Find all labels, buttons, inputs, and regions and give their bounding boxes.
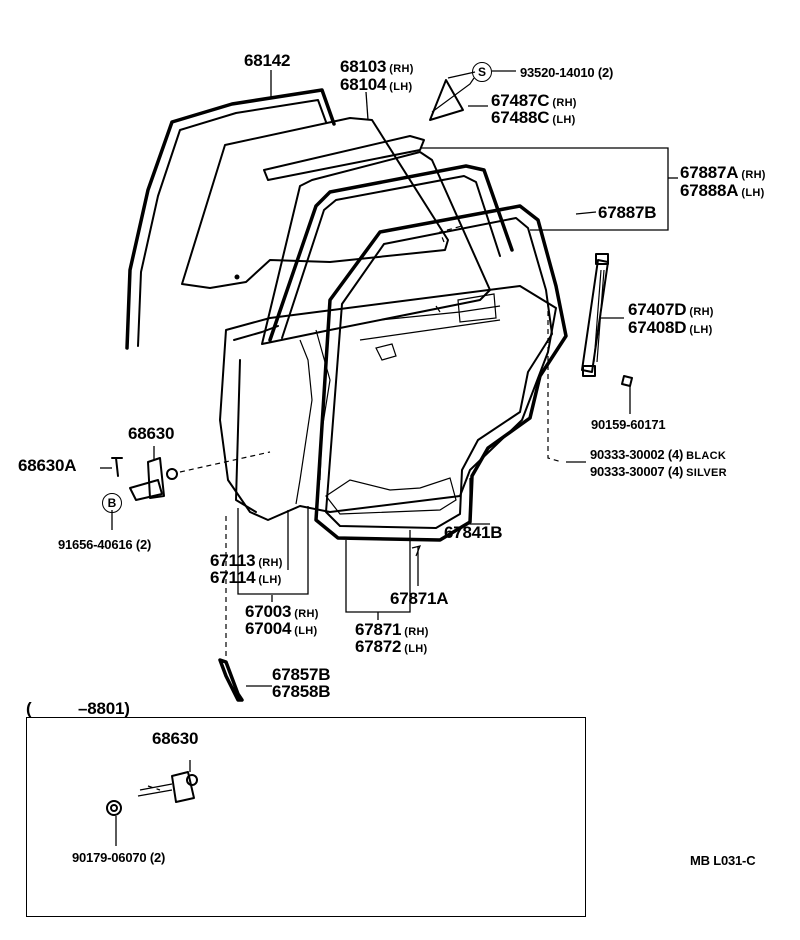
label-90333-30007: 90333-30007 (4)SILVER xyxy=(590,464,727,479)
label-inset-68630: 68630 xyxy=(152,729,199,748)
dashed-leaders xyxy=(147,225,563,791)
seal-67871 xyxy=(325,477,457,515)
label-67407D: 67407D(RH) xyxy=(628,300,714,319)
label-68630: 68630 xyxy=(128,424,175,443)
door-hinge-68630 xyxy=(111,457,178,501)
quarter-bracket-67487C xyxy=(429,77,475,121)
label-68103: 68103(RH) xyxy=(340,57,414,76)
label-67488C: 67488C(LH) xyxy=(491,108,576,127)
label-91656-40616: 91656-40616 (2) xyxy=(58,537,152,552)
label-67003: 67003(RH) xyxy=(245,602,319,621)
figure-code: MB L031-C xyxy=(690,853,756,868)
door-glass-68103 xyxy=(181,117,449,289)
label-90179-06070: 90179-06070 (2) xyxy=(72,850,166,865)
inset-range-label: –8801) xyxy=(78,699,130,718)
b-marker-icon: B xyxy=(102,493,122,513)
label-90159-60171: 90159-60171 xyxy=(591,417,666,432)
weatherstrip-67841B xyxy=(314,204,568,542)
seal-67857B xyxy=(218,658,244,702)
label-67004: 67004(LH) xyxy=(245,619,318,638)
label-68630A: 68630A xyxy=(18,456,77,475)
label-67114: 67114(LH) xyxy=(210,568,282,587)
inset-range-open: ( xyxy=(26,699,32,718)
label-67871: 67871(RH) xyxy=(355,620,429,639)
label-67888A: 67888A(LH) xyxy=(680,181,765,200)
label-67113: 67113(RH) xyxy=(210,551,283,570)
label-67857B: 67857B xyxy=(272,665,331,684)
division-bar-67407D xyxy=(581,253,633,387)
label-67871A: 67871A xyxy=(390,589,449,608)
label-68104: 68104(LH) xyxy=(340,75,413,94)
label-67487C: 67487C(RH) xyxy=(491,91,577,110)
inset-hinge-68630 xyxy=(106,771,198,816)
label-67408D: 67408D(LH) xyxy=(628,318,713,337)
label-68142: 68142 xyxy=(244,51,291,70)
label-93520-14010: 93520-14010 (2) xyxy=(520,65,614,80)
label-67887A: 67887A(RH) xyxy=(680,163,766,182)
weatherstrip-67887A xyxy=(263,135,514,342)
s-marker-icon: S xyxy=(472,62,492,82)
label-90333-30002: 90333-30002 (4)BLACK xyxy=(590,447,727,462)
inset-box xyxy=(26,717,586,917)
label-67841B: 67841B xyxy=(444,523,503,542)
leader-lines xyxy=(100,70,678,846)
label-67858B: 67858B xyxy=(272,682,331,701)
label-67872: 67872(LH) xyxy=(355,637,428,656)
label-67887B: 67887B xyxy=(598,203,657,222)
glass-run-channel-68142 xyxy=(125,88,336,350)
